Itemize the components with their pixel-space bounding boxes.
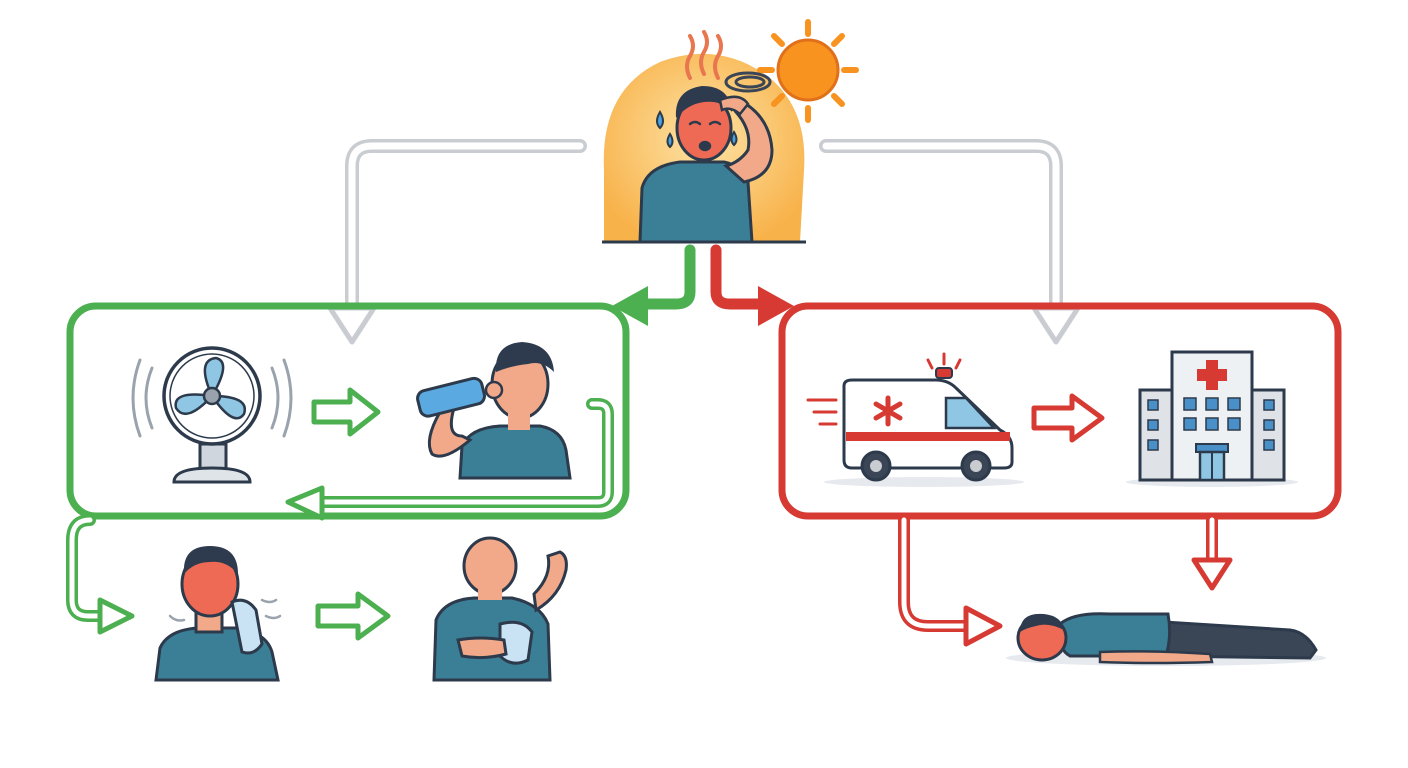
sweat-drops-icon <box>656 110 738 149</box>
person-drinking-water-icon <box>416 342 572 480</box>
gray-connector-left <box>345 139 587 319</box>
gray-connector-right <box>819 139 1063 319</box>
care-arrow-fan-to-drink <box>311 387 381 437</box>
person-cold-compress-armpit-icon <box>432 536 568 682</box>
green-branch-connector <box>638 244 696 310</box>
person-hair <box>675 86 732 118</box>
collapsed-person-icon <box>1006 612 1326 666</box>
hospital-icon <box>1126 350 1298 487</box>
person-cooling-neck-icon <box>154 546 282 682</box>
care-branch-panel <box>66 302 630 622</box>
gray-arrowhead-left <box>327 305 377 345</box>
gray-arrowhead-right <box>1031 305 1081 345</box>
water-bottle <box>416 376 486 418</box>
green-branch-arrowhead <box>612 286 648 326</box>
gray-connector-right-outline <box>822 142 1060 316</box>
emergency-branch-panel <box>778 302 1342 632</box>
care-down-arrowhead <box>97 597 135 635</box>
heat-waves-icon <box>685 30 723 80</box>
emergency-right-arrowhead <box>963 605 1003 647</box>
dizzy-swirl-icon <box>724 71 772 93</box>
emergency-arrow-ambulance-to-hospital <box>1031 393 1105 443</box>
hand-on-head <box>718 95 750 116</box>
sun-icon <box>757 19 859 123</box>
overheated-person-icon <box>602 19 859 244</box>
ambulance-icon <box>806 352 1024 487</box>
electric-fan-icon <box>131 346 293 484</box>
gray-connector-left-outline <box>348 142 584 316</box>
emergency-down-arrowhead <box>1191 557 1233 591</box>
care-arrow-neck-to-armpit <box>315 591 391 641</box>
red-branch-connector <box>710 244 768 310</box>
care-loop-arrowhead <box>285 485 325 521</box>
red-branch-arrowhead <box>758 286 794 326</box>
